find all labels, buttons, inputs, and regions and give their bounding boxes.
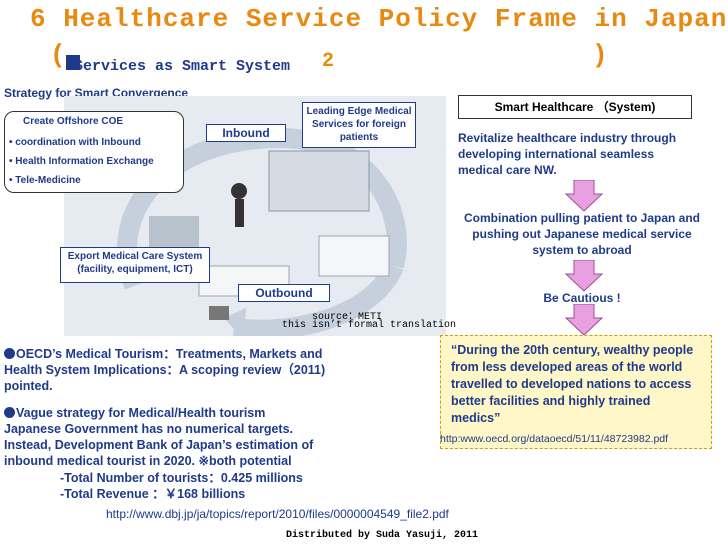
tourist-count: -Total Number of tourists：0.425 millions xyxy=(60,471,303,485)
coe-item: • Health Information Exchange xyxy=(9,156,154,167)
title-open-paren: ( xyxy=(50,40,66,70)
down-arrow-icon xyxy=(564,260,604,292)
page-title: 6 Healthcare Service Policy Frame in Jap… xyxy=(30,4,728,34)
oecd-paragraph: OECD’s Medical Tourism：Treatments, Marke… xyxy=(4,346,322,363)
offshore-coe-box: Create Offshore COE • coordination with … xyxy=(4,111,184,193)
dbj-url-link[interactable]: http://www.dbj.jp/ja/topics/report/2010/… xyxy=(106,507,449,521)
source-text: source：METI xyxy=(312,312,383,323)
distributed-footer: Distributed by Suda Yasuji, 2011 xyxy=(286,530,479,541)
bullet-icon xyxy=(4,348,15,359)
leading-edge-label: Leading Edge Medical Services for foreig… xyxy=(302,102,416,148)
page-subtitle: Services as Smart System xyxy=(74,58,291,75)
translation-note: this isn’t formal translation xyxy=(282,320,457,331)
outbound-label: Outbound xyxy=(238,284,330,302)
vague-line: Instead, Development Bank of Japan’s est… xyxy=(4,438,314,452)
vague-line: inbound medical tourist in 2020. ※both p… xyxy=(4,454,292,468)
title-close-paren: ) xyxy=(592,40,608,70)
oecd-url-link[interactable]: http:www.oecd.org/dataoecd/51/11/4872398… xyxy=(440,433,669,445)
coe-item: • coordination with Inbound xyxy=(9,137,141,148)
oecd-quote: “During the 20th century, wealthy people… xyxy=(451,343,694,425)
coe-title: Create Offshore COE xyxy=(23,116,124,127)
down-arrow-icon xyxy=(564,304,604,336)
title-number: 2 xyxy=(322,50,335,73)
down-arrow-icon xyxy=(564,180,604,212)
vague-line: Japanese Government has no numerical tar… xyxy=(4,422,293,436)
oecd-quote-box: “During the 20th century, wealthy people… xyxy=(440,335,712,449)
smart-healthcare-header: Smart Healthcare （System) xyxy=(458,95,692,119)
inbound-label: Inbound xyxy=(206,124,286,142)
vague-paragraph: Vague strategy for Medical/Health touris… xyxy=(4,405,265,422)
oecd-line: Health System Implications：A scoping rev… xyxy=(4,363,326,377)
coe-item: • Tele-Medicine xyxy=(9,175,81,186)
square-bullet-icon xyxy=(66,55,80,70)
be-cautious-text: Be Cautious ! xyxy=(543,291,621,305)
combination-text: Combination pulling patient to Japan and… xyxy=(464,211,700,257)
oecd-line: pointed. xyxy=(4,379,53,393)
revitalize-text: Revitalize healthcare industry through d… xyxy=(458,131,677,177)
bullet-icon xyxy=(4,407,15,418)
export-label: Export Medical Care System (facility, eq… xyxy=(60,247,210,283)
tourist-revenue: -Total Revenue ：￥168 billions xyxy=(60,487,246,501)
